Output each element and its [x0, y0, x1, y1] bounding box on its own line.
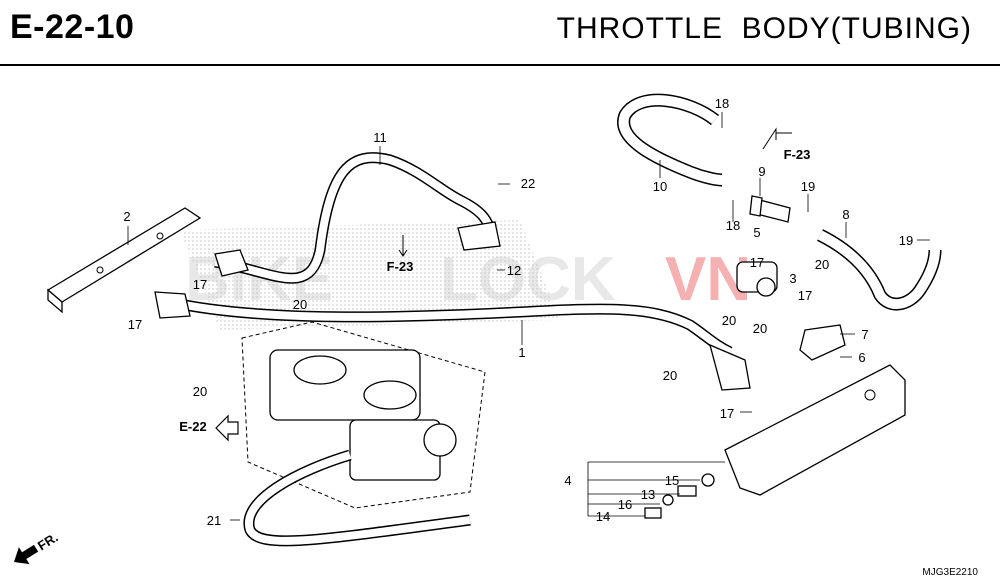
callout-17-d: 17: [798, 288, 812, 303]
callout-12: 12: [507, 263, 521, 278]
callout-5: 5: [753, 225, 760, 240]
part-connector-9[interactable]: [749, 195, 791, 223]
diagram-id: MJG3E2210: [922, 567, 978, 578]
callout-17-b: 17: [128, 317, 142, 332]
ref-f23-lower: F-23: [387, 259, 414, 274]
callout-14: 14: [596, 509, 610, 524]
callout-8: 8: [842, 207, 849, 222]
part-rail-4[interactable]: [724, 364, 906, 496]
part-hose-11[interactable]: [214, 152, 501, 284]
part-hose-1[interactable]: [154, 291, 751, 391]
callout-20-a: 20: [293, 297, 307, 312]
callout-17-c: 17: [750, 255, 764, 270]
callout-16: 16: [618, 497, 632, 512]
callout-20-e: 20: [753, 321, 767, 336]
callout-1: 1: [518, 345, 525, 360]
callout-4: 4: [564, 473, 571, 488]
callout-17-a: 17: [193, 277, 207, 292]
part-hose-8[interactable]: [817, 229, 942, 311]
callout-2: 2: [123, 209, 130, 224]
callout-11: 11: [373, 130, 387, 145]
page-title: THROTTLE BODY(TUBING): [556, 12, 972, 45]
callout-7: 7: [861, 327, 868, 342]
ref-e22: E-22: [179, 419, 206, 434]
callout-6: 6: [858, 350, 865, 365]
callouts: 1 2 3 4 5 6 7 8 9 10 11 12 13 14 15 16 1…: [123, 96, 913, 528]
callout-21: 21: [207, 513, 221, 528]
ref-f23-upper: F-23: [784, 147, 811, 162]
header-divider: [0, 64, 1000, 66]
callout-19-b: 19: [899, 233, 913, 248]
callout-22: 22: [521, 176, 535, 191]
part-hose-10[interactable]: [617, 93, 723, 187]
front-direction-arrow: FR.: [14, 530, 61, 565]
diagram-code: E-22-10: [10, 8, 135, 46]
throttle-body[interactable]: [241, 321, 486, 509]
callout-20-b: 20: [193, 384, 207, 399]
callout-20-d: 20: [722, 313, 736, 328]
callout-15: 15: [665, 473, 679, 488]
callout-10: 10: [653, 179, 667, 194]
leader-lines: [127, 112, 930, 521]
callout-3: 3: [789, 271, 796, 286]
part-valve-5[interactable]: [736, 261, 778, 297]
part-rail-bracket[interactable]: [46, 207, 202, 314]
front-label: FR.: [35, 530, 61, 554]
watermark-mid: LOCK: [440, 245, 616, 314]
callout-19-a: 19: [801, 179, 815, 194]
fasteners-group[interactable]: [644, 473, 715, 519]
callout-20-f: 20: [815, 257, 829, 272]
part-bracket-7[interactable]: [799, 324, 846, 361]
callout-13: 13: [641, 487, 655, 502]
reference-labels: F-23 F-23 E-22: [179, 127, 811, 442]
callout-9: 9: [758, 164, 765, 179]
callout-18-b: 18: [726, 218, 740, 233]
callout-18-a: 18: [715, 96, 729, 111]
part-hose-21[interactable]: [243, 449, 471, 547]
callout-17-e: 17: [720, 406, 734, 421]
callout-20-c: 20: [663, 368, 677, 383]
